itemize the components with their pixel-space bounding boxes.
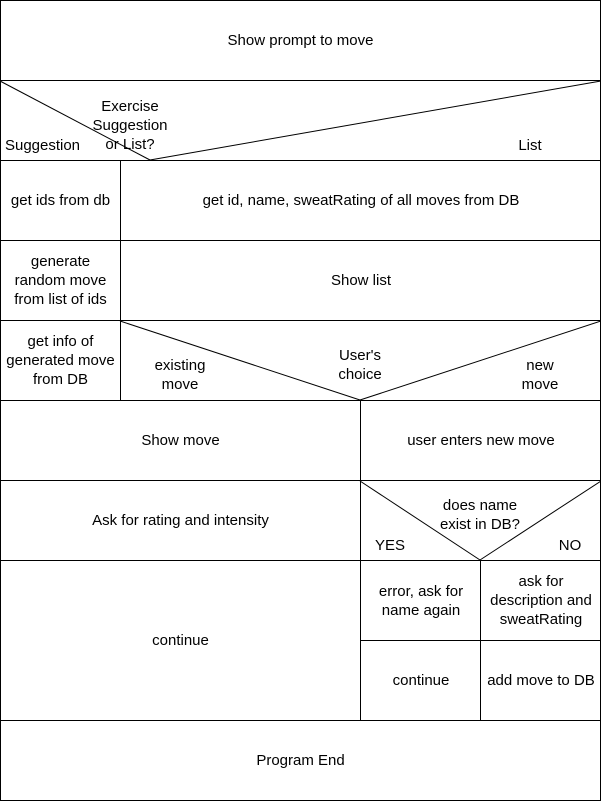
user-enters-text: user enters new move [407, 432, 555, 449]
show-prompt-text: Show prompt to move [227, 32, 374, 49]
program-end-text: Program End [256, 752, 345, 769]
error-ask-step: error, ask for name again [361, 560, 481, 641]
get-info-line1: get info of [27, 333, 94, 350]
get-all-moves-text: get id, name, sweatRating of all moves f… [202, 192, 520, 209]
decision2-question-line2: choice [338, 366, 382, 383]
decision3-question: does name exist in DB? [420, 496, 540, 534]
show-prompt-step: Show prompt to move [0, 0, 601, 81]
generate-random-step: generate random move from list of ids [0, 240, 121, 321]
decision3-question-line1: does name [442, 497, 518, 514]
show-list-text: Show list [330, 272, 392, 289]
program-end-step: Program End [0, 720, 601, 801]
decision3-diagonal-right [479, 480, 601, 561]
decision1-left-branch-label: Suggestion [4, 137, 81, 154]
get-info-step: get info of generated move from DB [0, 320, 121, 401]
get-ids-text: get ids from db [10, 192, 111, 209]
continue-right-text: continue [392, 672, 450, 689]
ask-description-line2: description and [490, 592, 592, 609]
show-list-step: Show list [121, 240, 601, 321]
get-info-line3: from DB [32, 371, 88, 388]
error-ask-line1: error, ask for [378, 582, 464, 600]
ask-rating-step: Ask for rating and intensity [0, 480, 361, 561]
decision3-question-line2: exist in DB? [439, 516, 521, 533]
ask-rating-text: Ask for rating and intensity [92, 512, 269, 529]
decision1-question-line3: or List? [105, 136, 155, 153]
decision1-question-line1: Exercise [101, 98, 159, 115]
decision3-no-label: NO [558, 537, 582, 554]
decision2-left-line1: existing [154, 357, 206, 374]
decision2-diagonal-left [119, 320, 361, 401]
decision2-left-branch-label: existing move [140, 356, 220, 394]
decision1-question-line2: Suggestion [92, 117, 168, 134]
generate-random-line3: from list of ids [14, 291, 107, 308]
decision3-diagonal-left [359, 480, 481, 561]
show-move-step: Show move [0, 400, 361, 481]
decision2-question-line1: User's [338, 347, 382, 364]
decision1-diagonal-left [0, 80, 151, 161]
error-ask-line2: name again [381, 601, 461, 619]
add-move-step: add move to DB [481, 640, 601, 721]
add-move-text: add move to DB [487, 672, 595, 689]
user-enters-step: user enters new move [361, 400, 601, 481]
decision2-diagonal-right [359, 320, 601, 401]
generate-random-line2: random move [14, 272, 107, 289]
decision2-right-branch-label: new move [500, 356, 580, 394]
decision1-diagonal-right [149, 80, 601, 161]
ask-description-step: ask for description and sweatRating [481, 560, 601, 641]
decision1-question: Exercise Suggestion or List? [70, 97, 190, 154]
continue-left-step: continue [0, 560, 361, 721]
continue-left-text: continue [152, 632, 209, 649]
ask-description-line3: sweatRating [499, 611, 583, 628]
get-all-moves-step: get id, name, sweatRating of all moves f… [121, 160, 601, 241]
decision1-right-branch-label: List [518, 137, 542, 154]
decision2-left-line2: move [161, 376, 199, 393]
decision2-right-line1: new [526, 357, 554, 374]
decision2-question: User's choice [320, 346, 400, 384]
ask-description-line1: ask for [518, 573, 564, 590]
get-ids-step: get ids from db [0, 160, 121, 241]
get-info-line2: generated move [6, 352, 115, 369]
generate-random-line1: generate [30, 253, 91, 270]
show-move-text: Show move [141, 432, 220, 449]
decision2-right-line2: move [521, 376, 559, 393]
continue-right-step: continue [361, 640, 481, 721]
decision3-yes-label: YES [374, 537, 405, 554]
